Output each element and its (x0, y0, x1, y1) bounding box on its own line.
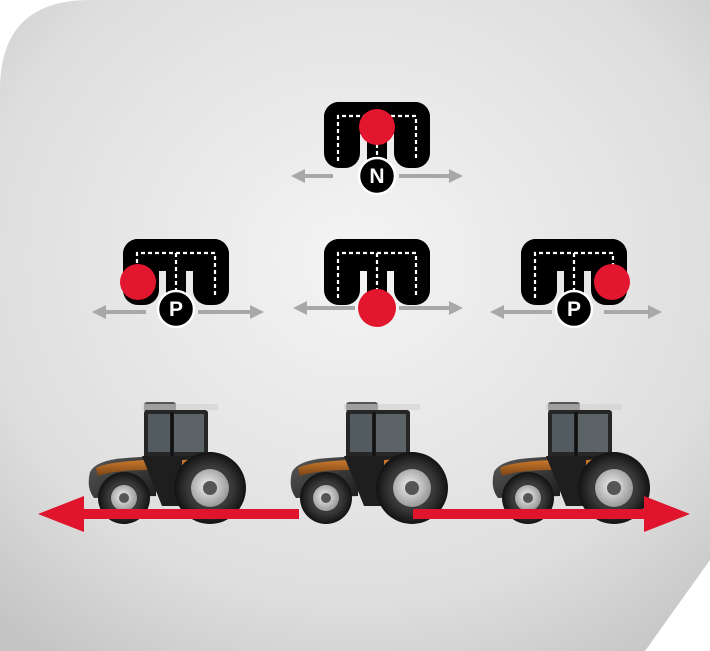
shifter-neutral: N (291, 100, 463, 196)
shift-knob-red (359, 109, 395, 145)
gear-letter-badge (554, 289, 594, 329)
gear-letter: P (169, 298, 183, 321)
shift-knob-red (358, 289, 396, 327)
arrowhead-right-gray (449, 169, 463, 183)
shifter-middle (293, 237, 463, 327)
arrowhead-left-gray (92, 305, 106, 319)
shifter-left: P (92, 237, 264, 329)
direction-arrow-reverse (38, 496, 299, 532)
gear-letter-badge (156, 289, 196, 329)
arrowhead-left-gray (291, 169, 305, 183)
shifter-right: P (490, 237, 662, 329)
arrowhead-left-gray (490, 305, 504, 319)
arrowhead-right-gray (449, 301, 463, 315)
gear-letter: P (567, 298, 581, 321)
arrowhead-right-gray (648, 305, 662, 319)
arrowhead-left-gray (293, 301, 307, 315)
direction-arrow-forward (413, 496, 690, 532)
arrowhead-right-gray (250, 305, 264, 319)
shift-knob-red (594, 264, 630, 300)
shift-knob-red (120, 264, 156, 300)
gear-letter-badge (357, 156, 397, 196)
gear-letter: N (369, 165, 384, 188)
